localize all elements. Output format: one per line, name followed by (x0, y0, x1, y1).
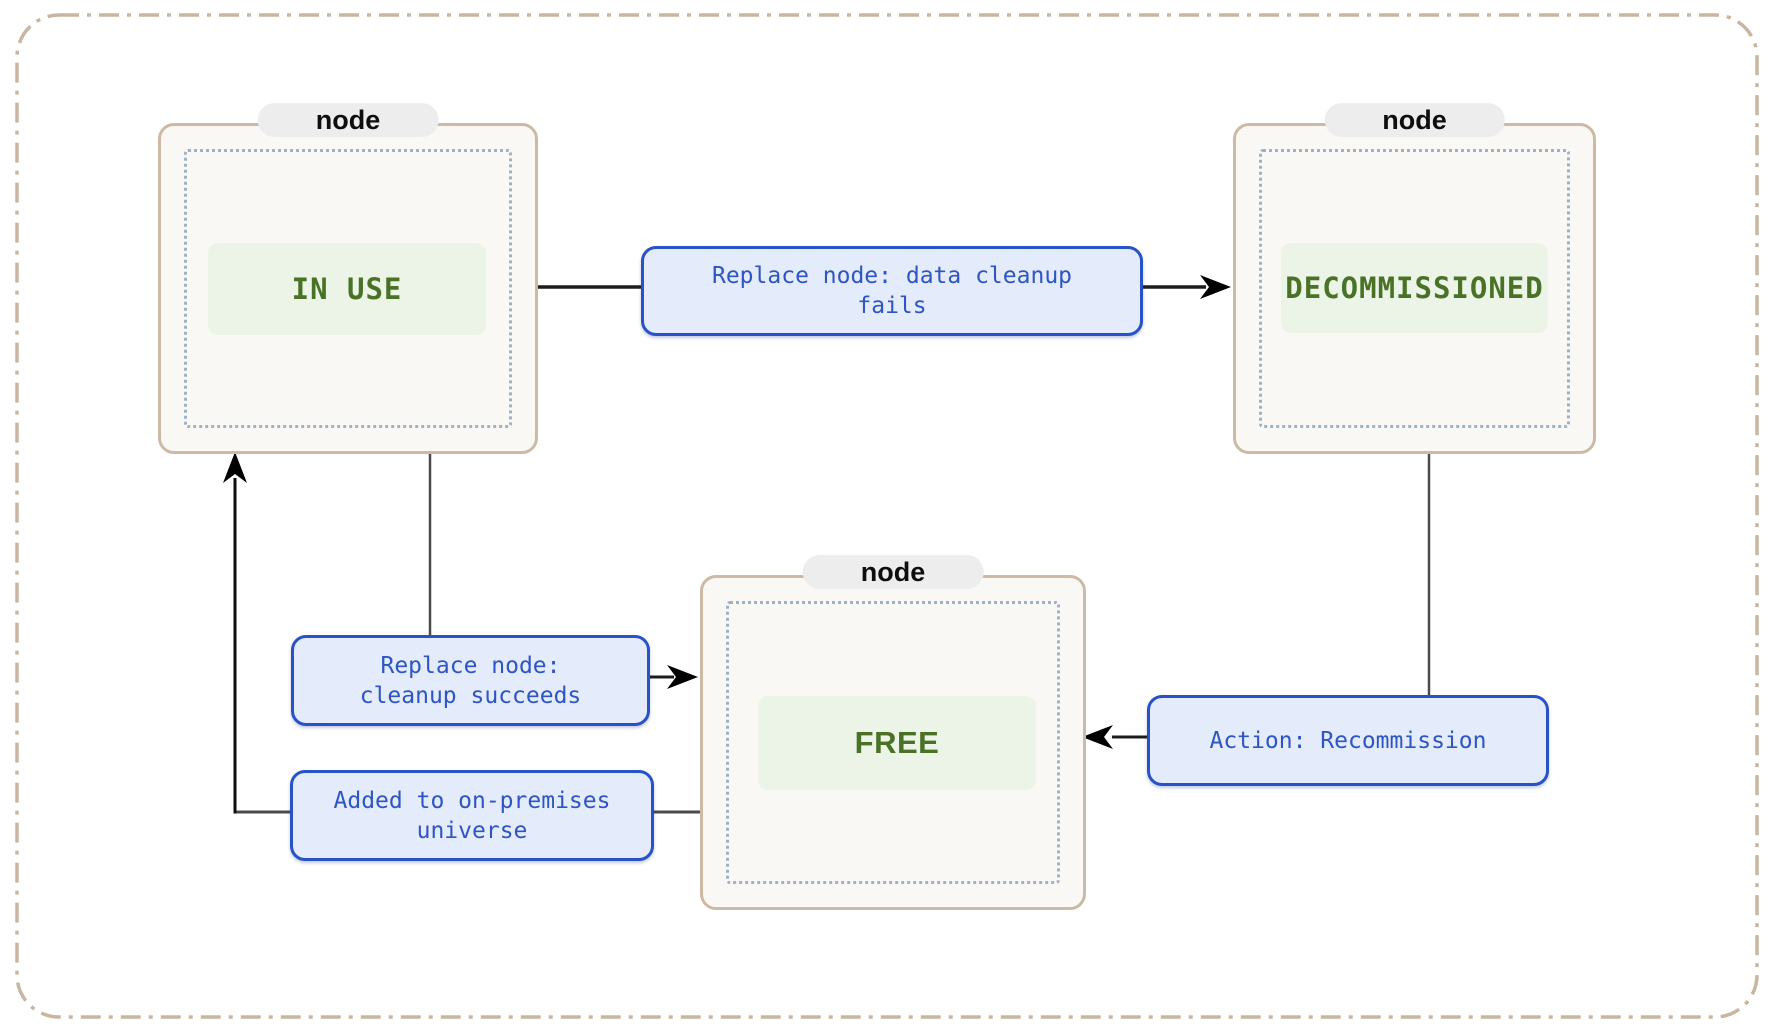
arrowhead-right-decommissioned (1200, 275, 1231, 299)
edge-label-text: Added to on-premises universe (333, 787, 611, 844)
arrowhead-right-free (667, 665, 698, 689)
node-inner-dotted-border (184, 149, 512, 428)
edge-label-text: Replace node: cleanup succeeds (359, 652, 582, 709)
edge-label-text: Replace node: data cleanup fails (711, 263, 1073, 319)
edge-label-action-recommission: Action: Recommission (1147, 695, 1549, 786)
arrowhead-left-free (1082, 725, 1113, 749)
node-tag: node (257, 103, 439, 137)
node-inner-dotted-border (726, 601, 1060, 884)
arrowhead-up-inuse (223, 452, 247, 483)
node-tag: node (802, 555, 984, 589)
node-inner-dotted-border (1259, 149, 1570, 428)
state-free: FREE (758, 696, 1036, 790)
edge-label-data-cleanup-fails: Replace node: data cleanup fails (641, 246, 1143, 336)
edge-label-cleanup-succeeds: Replace node: cleanup succeeds (291, 635, 650, 726)
state-decommissioned: DECOMMISSIONED (1281, 243, 1548, 333)
node-tag: node (1324, 103, 1505, 137)
edge-label-text: Action: Recommission (1209, 727, 1487, 754)
edge-label-added-to-on-premises: Added to on-premises universe (290, 770, 654, 861)
node-decommissioned: node DECOMMISSIONED (1233, 103, 1596, 454)
node-in-use: node IN USE (158, 103, 538, 454)
outer-dashdot-frame (15, 13, 1759, 1019)
node-free: node FREE (700, 555, 1086, 910)
state-in-use: IN USE (208, 243, 486, 335)
